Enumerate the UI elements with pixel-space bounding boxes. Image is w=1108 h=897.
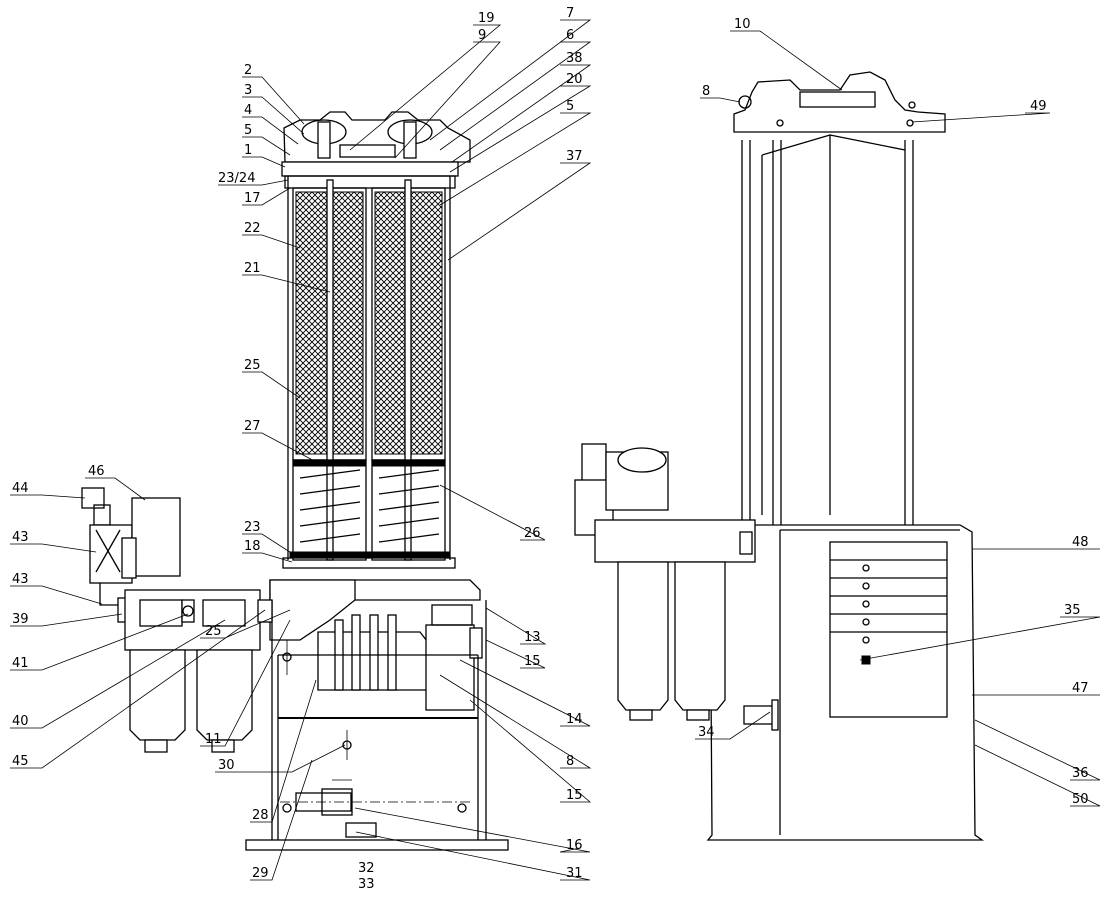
callout-7: 7 [566, 6, 574, 21]
callout-19: 19 [478, 11, 495, 26]
callout-45: 45 [12, 754, 29, 769]
callout-31: 31 [566, 866, 583, 881]
callout-13: 13 [524, 630, 541, 645]
callout-4: 4 [244, 103, 252, 118]
callout-50: 50 [1072, 792, 1089, 807]
callout-43b: 43 [12, 572, 29, 587]
callout-43a: 43 [12, 530, 29, 545]
callout-44: 44 [12, 481, 29, 496]
callout-16: 16 [566, 838, 583, 853]
callout-20: 20 [566, 72, 583, 87]
callout-49: 49 [1030, 99, 1047, 114]
callout-41: 41 [12, 656, 29, 671]
callout-5b: 5 [566, 99, 574, 114]
callout-32: 32 [358, 861, 375, 876]
callout-38: 38 [566, 51, 583, 66]
callout-11: 11 [205, 732, 222, 747]
callout-26: 26 [524, 526, 541, 541]
callout-25-top: 25 [244, 358, 261, 373]
callout-2: 2 [244, 63, 252, 78]
callout-5: 5 [244, 123, 252, 138]
callout-18: 18 [244, 539, 261, 554]
callout-47: 47 [1072, 681, 1089, 696]
callout-1: 1 [244, 143, 252, 158]
callout-8a: 8 [702, 84, 710, 99]
callout-39: 39 [12, 612, 29, 627]
callout-35: 35 [1064, 603, 1081, 618]
callout-46: 46 [88, 464, 105, 479]
callout-28: 28 [252, 808, 269, 823]
callout-17: 17 [244, 191, 261, 206]
callout-8b: 8 [566, 754, 574, 769]
callout-14: 14 [566, 712, 583, 727]
callout-labels: 2 3 4 5 1 23/24 17 22 21 25 27 23 18 19 … [12, 6, 1089, 892]
callout-15b: 15 [566, 788, 583, 803]
callout-36: 36 [1072, 766, 1089, 781]
callout-23: 23 [244, 520, 261, 535]
section-view [245, 111, 509, 851]
callout-37: 37 [566, 149, 583, 164]
callout-22: 22 [244, 221, 261, 236]
callout-23-24: 23/24 [218, 171, 255, 186]
spring-right [378, 469, 440, 543]
callout-48: 48 [1072, 535, 1089, 550]
callout-6: 6 [566, 28, 574, 43]
external-view [574, 71, 985, 841]
callout-3: 3 [244, 83, 252, 98]
callout-15a: 15 [524, 654, 541, 669]
callout-30: 30 [218, 758, 235, 773]
callout-34: 34 [698, 725, 715, 740]
callout-33: 33 [358, 877, 375, 892]
callout-40: 40 [12, 714, 29, 729]
callout-25-bottom: 25 [205, 624, 222, 639]
leader-lines [10, 19, 1101, 881]
callout-21: 21 [244, 261, 261, 276]
callout-27: 27 [244, 419, 261, 434]
spring-left [299, 469, 361, 543]
callout-10: 10 [734, 17, 751, 32]
callout-29: 29 [252, 866, 269, 881]
callout-9: 9 [478, 28, 486, 43]
left-filter-unit [81, 487, 273, 753]
